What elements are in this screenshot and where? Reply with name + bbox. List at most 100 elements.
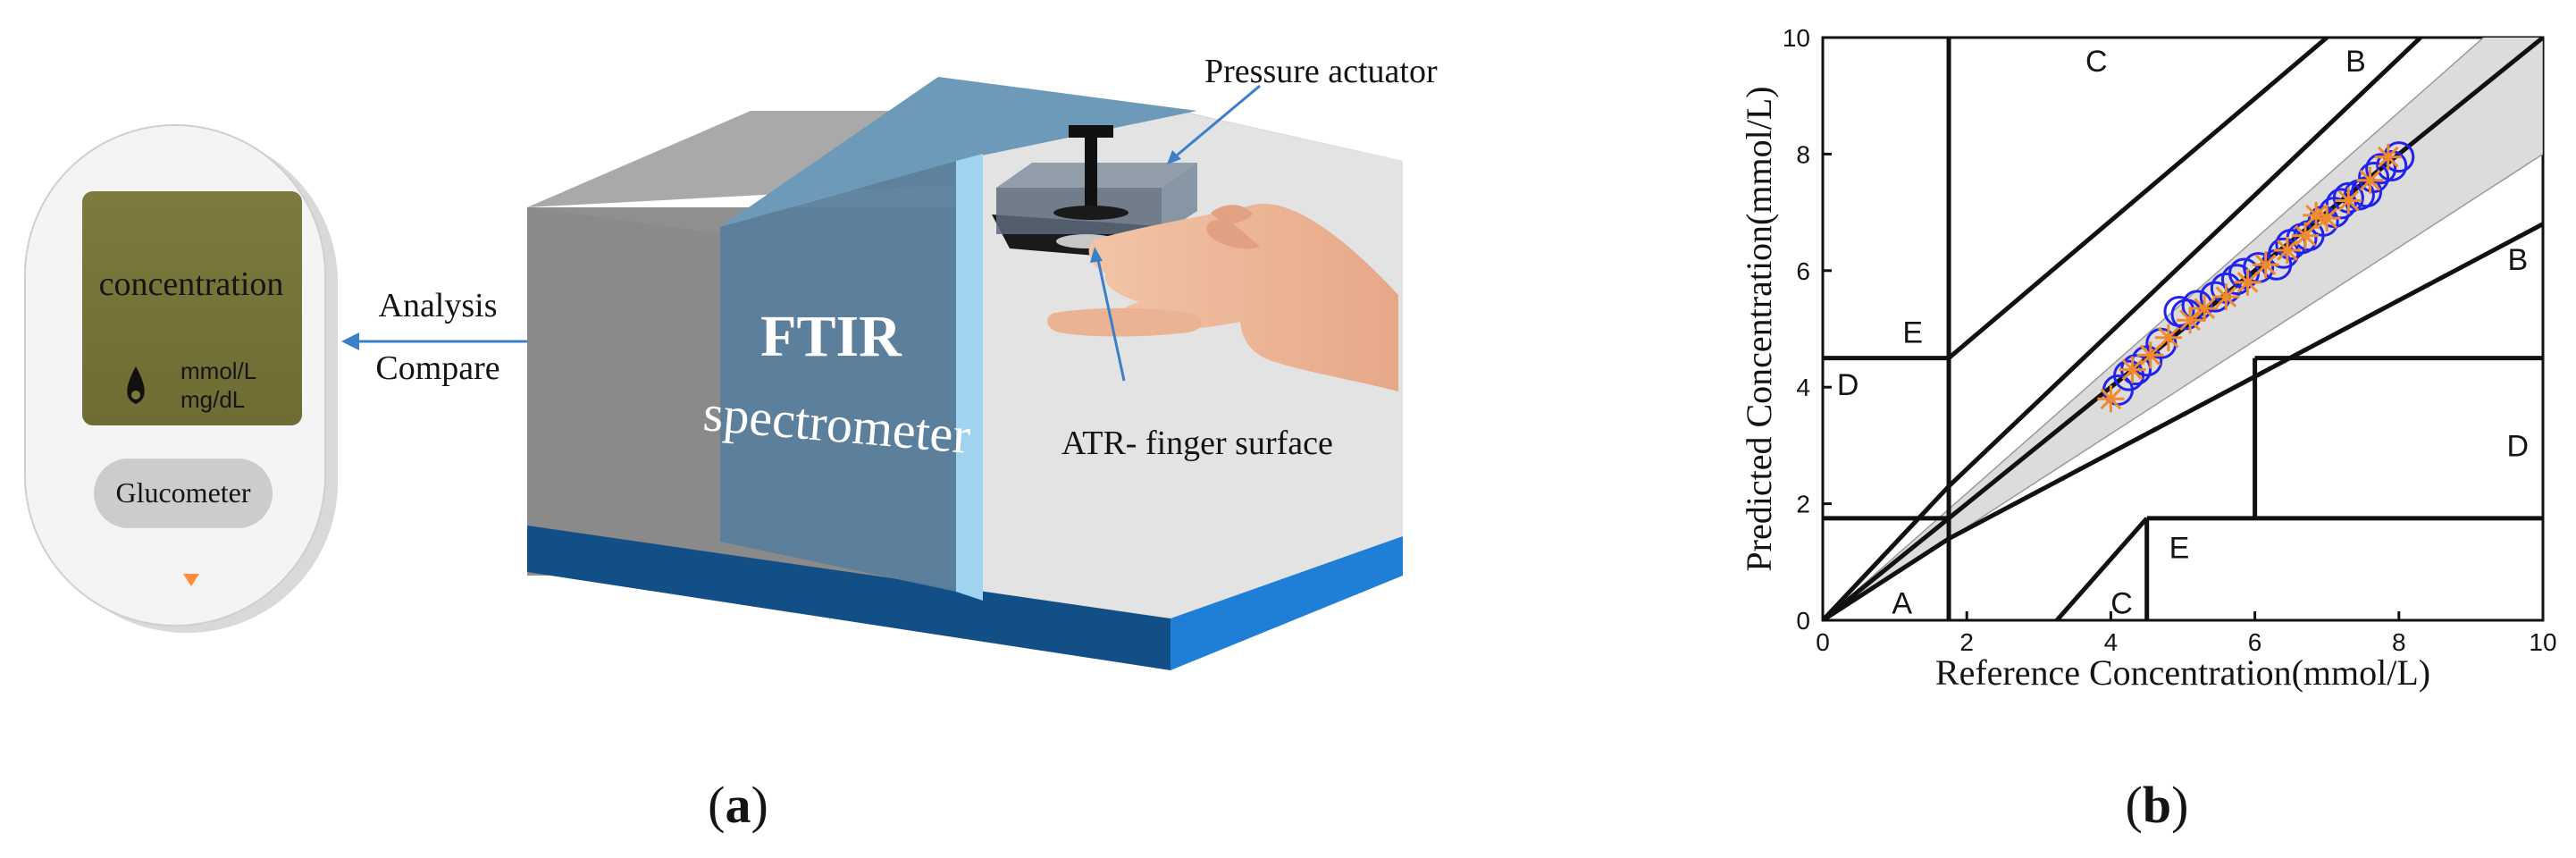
data-point-star [2292,222,2320,249]
pressure-callout-line [1171,84,1261,161]
data-point-star [2313,205,2341,232]
data-point-circle [2365,153,2397,185]
region-label: B [2507,243,2528,277]
region-label: D [2507,429,2530,463]
ftir-label: FTIR [760,304,902,369]
blue-slab-front [720,161,956,592]
x-axis-label: Reference Concentration(mmol/L) [1935,652,2430,693]
data-point-star [2252,251,2279,279]
base-left-face [527,526,1171,670]
zone-boundary-line [1947,222,2543,541]
y-tick-label: 2 [1796,491,1810,518]
zone-boundary-line [1947,38,2422,488]
chevron-down-icon [183,574,199,586]
data-point-star [2212,283,2240,311]
glucometer-button[interactable] [94,458,273,528]
glucometer-screen-text: concentration [99,265,284,303]
region-label: C [2085,45,2108,79]
data-point-circle [2325,188,2357,220]
data-point-layer [2097,141,2415,413]
zone-boundary-line [1947,38,2328,360]
region-label: B [2345,45,2366,79]
star-stroke [2215,286,2237,308]
actuator-housing-side [1162,163,1197,234]
x-tick-label: 8 [2392,628,2406,656]
region-label: D [1837,368,1859,402]
hand-finger-top [1211,205,1253,223]
star-stroke [2254,254,2277,276]
data-point-star [2273,236,2301,264]
hand-thumb [1206,220,1260,249]
star-stroke [2121,358,2144,381]
arrow-head-icon [1167,150,1181,164]
data-point-star [2234,268,2261,296]
actuator-pressure-pad [1053,206,1129,220]
arrow-head-icon [341,332,359,350]
glucometer-button-label: Glucometer [115,476,250,509]
panel-label-b: (b) [2126,776,2189,834]
star-stroke [2158,326,2179,349]
region-label: E [2169,532,2190,566]
data-point-circle [2170,299,2203,331]
data-point-star [2154,324,2182,351]
data-point-star [2119,356,2146,383]
star-stroke [2277,240,2298,261]
star-stroke [2337,189,2360,212]
star-stroke [2295,224,2316,247]
panel-label-a-letter: a [726,776,751,834]
star-stroke [2100,388,2122,410]
data-point-circle [2358,161,2390,193]
data-point-star [2335,187,2362,214]
y-tick-label: 6 [1796,257,1810,285]
hand-illustration [1047,203,1398,391]
unit-mg-label: mg/dL [180,386,245,413]
blue-slab-edge [956,154,983,601]
region-label: E [1902,315,1923,349]
y-tick-label: 10 [1783,24,1810,52]
data-point-star [2136,341,2164,369]
zone-boundary-line [2055,517,2149,620]
x-tick-label: 2 [1959,628,1974,656]
star-stroke [2316,207,2338,229]
data-point-star [2374,143,2402,171]
star-stroke [2359,169,2381,191]
atr-finger-label: ATR- finger surface [1061,425,1333,462]
y-tick-label: 8 [1796,140,1810,168]
glucometer-device: concentration mmol/L mg/dL Glucometer [24,124,338,633]
star-stroke [2194,298,2216,320]
x-tick-label: 4 [2104,628,2119,656]
hand-finger-lower [1047,307,1202,337]
x-tick-label: 0 [1816,628,1830,656]
plot-frame [1821,36,2545,622]
actuator-shaft [1085,138,1097,209]
compare-label: Compare [375,349,499,387]
star-stroke [2377,146,2399,168]
star-stroke [2139,344,2161,366]
y-axis-label: Predicted Concentration(mmol/L) [1739,86,1779,571]
region-label: A [1892,586,1912,620]
atr-callout-line [1095,255,1126,382]
panel-a-diagram: concentration mmol/L mg/dL Glucometer An… [24,53,1438,834]
glucometer-screen [82,191,302,425]
callouts: Pressure actuator ATR- finger surface [1061,53,1438,462]
data-point-circle [2376,149,2408,181]
droplet-icon-highlight [131,391,140,400]
star-stroke [2305,204,2327,226]
x-tick-label: 6 [2248,628,2262,656]
pressure-actuator-label: Pressure actuator [1204,53,1438,90]
panel-label-b-letter: b [2143,776,2171,834]
zone-boundary-line [1823,484,1951,620]
y-tick-label: 4 [1796,374,1810,401]
base-right-face [1171,536,1403,670]
arrow-head-icon [1090,247,1103,263]
data-point-star [2097,385,2125,413]
blue-slab-top [720,77,1197,227]
ftir-spectrometer: FTIR spectrometer [527,77,1403,670]
data-point-star [2191,295,2219,323]
zone-boundary-line [1823,536,1951,620]
x-tick-label: 10 [2529,628,2556,656]
